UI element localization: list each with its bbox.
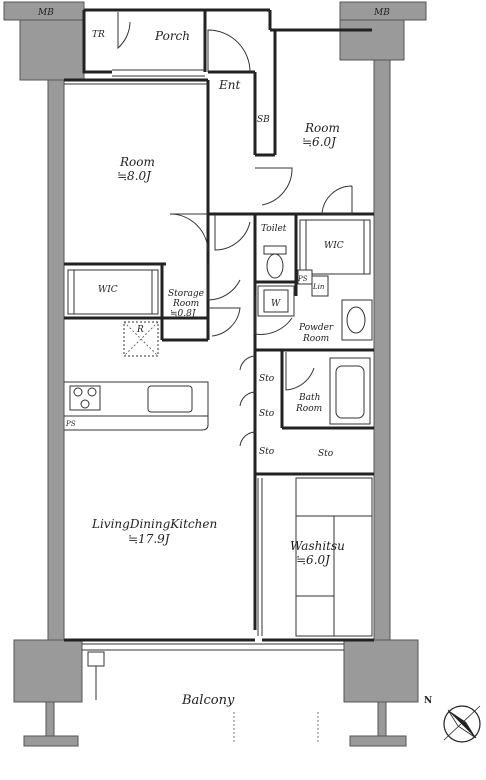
washer-label: W — [271, 299, 281, 309]
room-right-label: Room — [304, 121, 340, 135]
wic-left-label: WIC — [98, 285, 118, 295]
room-left-size: ≒8.0J — [117, 169, 152, 183]
tr-label: TR — [92, 30, 105, 40]
storage-2-label: Sto — [259, 409, 275, 419]
storage-4-label: Sto — [318, 449, 334, 459]
doors — [117, 12, 353, 447]
ldk-label: LivingDiningKitchen — [91, 517, 217, 531]
powder-room-label: Room — [302, 334, 329, 344]
room-labels: MB MB TR Porch Ent SB Room ≒6.0J Room ≒8… — [37, 8, 432, 708]
washitsu-label: Washitsu — [290, 539, 345, 553]
porch-label: Porch — [154, 29, 190, 43]
storage-label: Storage — [168, 289, 204, 299]
balcony-label: Balcony — [181, 693, 235, 708]
storage-1-label: Sto — [259, 374, 275, 384]
mb-left-label: MB — [37, 8, 54, 18]
ps-top-label: PS — [297, 275, 308, 283]
washitsu-size: ≒6.0J — [296, 553, 331, 567]
room-right-size: ≒6.0J — [302, 135, 337, 149]
room-left-label: Room — [119, 155, 155, 169]
storage-3-label: Sto — [259, 447, 275, 457]
bath-room-label: Room — [295, 404, 322, 414]
sb-label: SB — [257, 115, 270, 125]
ps-left-label: PS — [65, 420, 76, 428]
interior-walls — [64, 8, 374, 642]
compass-n-label: N — [424, 696, 432, 706]
storage-size: ≒0.8J — [170, 309, 197, 319]
fixtures — [64, 69, 373, 744]
powder-label: Powder — [298, 323, 334, 333]
lin-label: Lin — [312, 283, 325, 291]
compass-icon — [443, 705, 481, 743]
ldk-size: ≒17.9J — [128, 532, 171, 546]
refrigerator-label: R — [136, 325, 144, 335]
wic-right-label: WIC — [324, 241, 344, 251]
storage-room-label: Room — [172, 299, 199, 309]
bath-label: Bath — [298, 393, 320, 403]
toilet-label: Toilet — [261, 224, 287, 234]
structural-walls — [3, 1, 427, 747]
ent-label: Ent — [218, 78, 240, 92]
mb-right-label: MB — [373, 8, 390, 18]
